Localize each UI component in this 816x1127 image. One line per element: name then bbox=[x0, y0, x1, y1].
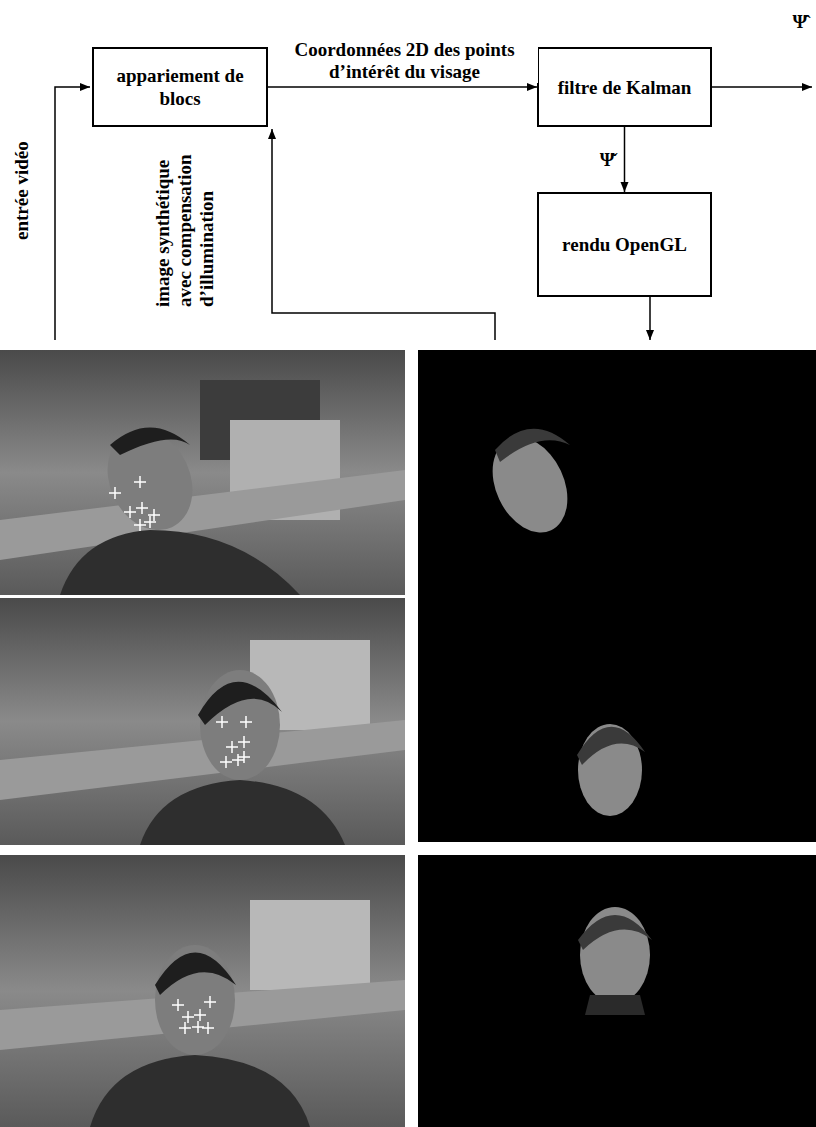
video-frame bbox=[0, 598, 405, 845]
flow-arrow bbox=[624, 127, 626, 192]
box-label: appariement de blocs bbox=[104, 64, 256, 110]
flow-arrow bbox=[268, 86, 537, 88]
synthetic-frame bbox=[418, 350, 816, 842]
kalman-output-wire bbox=[712, 86, 812, 88]
edge-label: Coordonnées 2D des points d’intérêt du v… bbox=[271, 39, 538, 83]
video-input-wire bbox=[55, 87, 90, 340]
box-label: filtre de Kalman bbox=[558, 76, 692, 99]
synthetic-frame bbox=[418, 855, 816, 1127]
process-box: filtre de Kalman bbox=[537, 47, 712, 127]
video-frame bbox=[0, 350, 405, 595]
synthetic-feedback-wire bbox=[272, 129, 495, 340]
edge-label: Ψ̌ bbox=[598, 149, 617, 171]
signal-name: Ψ̂ bbox=[787, 11, 813, 33]
process-box: rendu OpenGL bbox=[537, 192, 712, 297]
video-frame bbox=[0, 855, 405, 1127]
feedback-label: image synthétique avec compensation d’il… bbox=[152, 137, 218, 307]
render-output-wire bbox=[649, 297, 651, 340]
process-box: appariement de blocs bbox=[92, 47, 268, 127]
input-label: entrée vidéo bbox=[11, 90, 33, 240]
box-label: rendu OpenGL bbox=[562, 233, 687, 256]
